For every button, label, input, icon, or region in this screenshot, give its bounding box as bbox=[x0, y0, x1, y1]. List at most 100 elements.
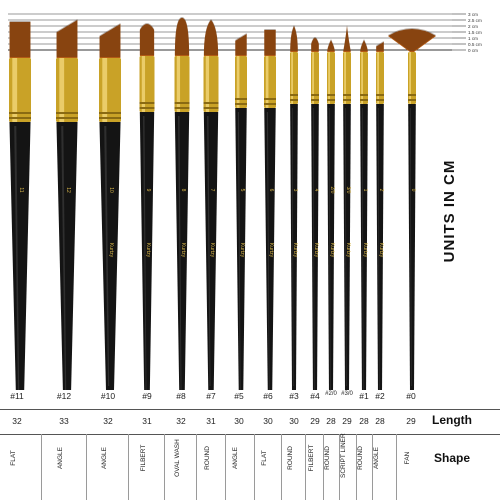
brush-bristles bbox=[360, 40, 368, 52]
brush-length-cell: 32 bbox=[176, 416, 186, 426]
brush-ferrule-shine bbox=[361, 52, 363, 104]
brush-handle-number: 3/0 bbox=[345, 187, 351, 194]
brush-bristles bbox=[174, 18, 190, 56]
brush-size-cell: #7 bbox=[206, 391, 216, 401]
brush-length-cell: 30 bbox=[263, 416, 273, 426]
brush-handle bbox=[376, 104, 384, 390]
scale-tick-label: 1.5 cm bbox=[468, 30, 482, 35]
brush-handle-number: 2 bbox=[378, 189, 384, 192]
brush-size-cell: #2/0 bbox=[325, 391, 337, 397]
brush-handle bbox=[203, 112, 219, 390]
brush-handle-highlight bbox=[361, 108, 364, 390]
brush-bristles-shadow bbox=[139, 23, 155, 55]
brush-bristles bbox=[376, 42, 384, 52]
scale-tick-label: 3 cm bbox=[468, 12, 478, 17]
brush-bristles-shadow bbox=[56, 19, 78, 57]
brush-ferrule-shine bbox=[377, 52, 379, 104]
brush-handle-highlight bbox=[377, 108, 380, 390]
brush-ferrule-ring bbox=[343, 94, 351, 96]
length-row-label: Length bbox=[432, 413, 472, 427]
brush-handle-brand: Kurtzy bbox=[345, 243, 351, 258]
brush-handle bbox=[264, 108, 276, 390]
brush-bristles-shadow bbox=[99, 23, 121, 57]
brush-handle-highlight bbox=[312, 108, 315, 390]
brush-size-cell: #6 bbox=[263, 391, 273, 401]
brush-ferrule-shine bbox=[344, 52, 346, 104]
brush-handle-brand: Kurtzy bbox=[268, 243, 274, 258]
brush-bristles bbox=[388, 29, 436, 52]
brush: 0 bbox=[388, 28, 436, 390]
brush-ferrule-shine bbox=[265, 56, 269, 108]
brush-size-cell: #9 bbox=[142, 391, 152, 401]
brush-handle-highlight bbox=[14, 126, 20, 390]
brush-handle bbox=[311, 104, 319, 390]
scale-tick-label: 2 cm bbox=[468, 24, 478, 29]
brush-bristles-shadow bbox=[343, 25, 351, 51]
brush-bristles-shadow bbox=[311, 37, 319, 51]
brush-handle bbox=[343, 104, 351, 390]
brush-ferrule-shine bbox=[59, 58, 65, 122]
scale-tick-label: 1 cm bbox=[468, 36, 478, 41]
brush-handle-brand: Kurtzy bbox=[329, 243, 335, 258]
brush-handle-highlight bbox=[328, 108, 331, 390]
brush-handle-highlight bbox=[291, 108, 294, 386]
brush-bristles bbox=[9, 22, 31, 58]
shape-row-label: Shape bbox=[434, 451, 471, 465]
brush-ferrule-ring bbox=[235, 103, 247, 105]
table-column-divider bbox=[372, 434, 373, 500]
brush-handle-brand: Kurtzy bbox=[108, 243, 114, 258]
brush-ferrule-ring bbox=[343, 99, 351, 101]
brush-ferrule-shine bbox=[236, 56, 240, 108]
brush-ferrule-ring bbox=[311, 94, 319, 96]
table-column-divider bbox=[355, 434, 357, 500]
brush-handle bbox=[56, 122, 78, 390]
brush-length-cell: 32 bbox=[103, 416, 113, 426]
brush-size-cell: #0 bbox=[406, 391, 416, 401]
scale-tick-label: 0.5 cm bbox=[468, 42, 482, 47]
brush-ferrule-ring bbox=[56, 117, 78, 119]
brush-handle-brand: Kurtzy bbox=[292, 243, 298, 258]
brush-shape-cell: ROUND bbox=[357, 446, 364, 470]
brush-ferrule-ring bbox=[327, 99, 335, 101]
brush-ferrule-ring bbox=[290, 94, 298, 96]
brush-bristles bbox=[203, 20, 219, 56]
brush-bristles-shadow bbox=[203, 19, 219, 55]
brush-handle-number: 2/0 bbox=[329, 187, 335, 194]
brush-ferrule-ring bbox=[327, 94, 335, 96]
brush-handle bbox=[290, 104, 298, 390]
brush-ferrule-ring bbox=[290, 99, 298, 101]
brush-ferrule-shine bbox=[176, 56, 181, 112]
brush-bristles-shadow bbox=[327, 39, 335, 51]
table-column-divider bbox=[86, 434, 87, 500]
brush-ferrule-shine bbox=[141, 56, 146, 112]
brush-bristles-shadow bbox=[376, 41, 384, 51]
brush-length-cell: 33 bbox=[59, 416, 69, 426]
brush-shape-cell: ROUND bbox=[204, 446, 211, 470]
units-label: UNITS IN CM bbox=[441, 159, 458, 263]
brush-ferrule-ring bbox=[408, 94, 416, 96]
brush-ferrule-ring bbox=[139, 102, 155, 104]
brush-bristles bbox=[235, 34, 247, 56]
brush-ferrule-ring bbox=[311, 99, 319, 101]
brush-length-cell: 28 bbox=[375, 416, 385, 426]
brush-bristles-shadow bbox=[235, 33, 247, 55]
brush-handle bbox=[327, 104, 335, 390]
brush-bristles-shadow bbox=[388, 28, 436, 51]
brush-handle-number: 7 bbox=[209, 189, 215, 192]
table-column-divider bbox=[225, 434, 226, 500]
brush-size-cell: #2 bbox=[375, 391, 385, 401]
brush-bristles bbox=[264, 30, 276, 56]
brush-bristles bbox=[56, 20, 78, 58]
brush-handle-number: 9 bbox=[145, 189, 151, 192]
brush-shape-cell: ROUND bbox=[287, 446, 294, 470]
brush-handle-number: 6 bbox=[268, 189, 274, 192]
brush-ferrule-ring bbox=[360, 99, 368, 101]
brush-shape-cell: ANGLE bbox=[373, 446, 380, 470]
brush-ferrule-ring bbox=[174, 102, 190, 104]
brush-handle-highlight bbox=[344, 108, 347, 386]
